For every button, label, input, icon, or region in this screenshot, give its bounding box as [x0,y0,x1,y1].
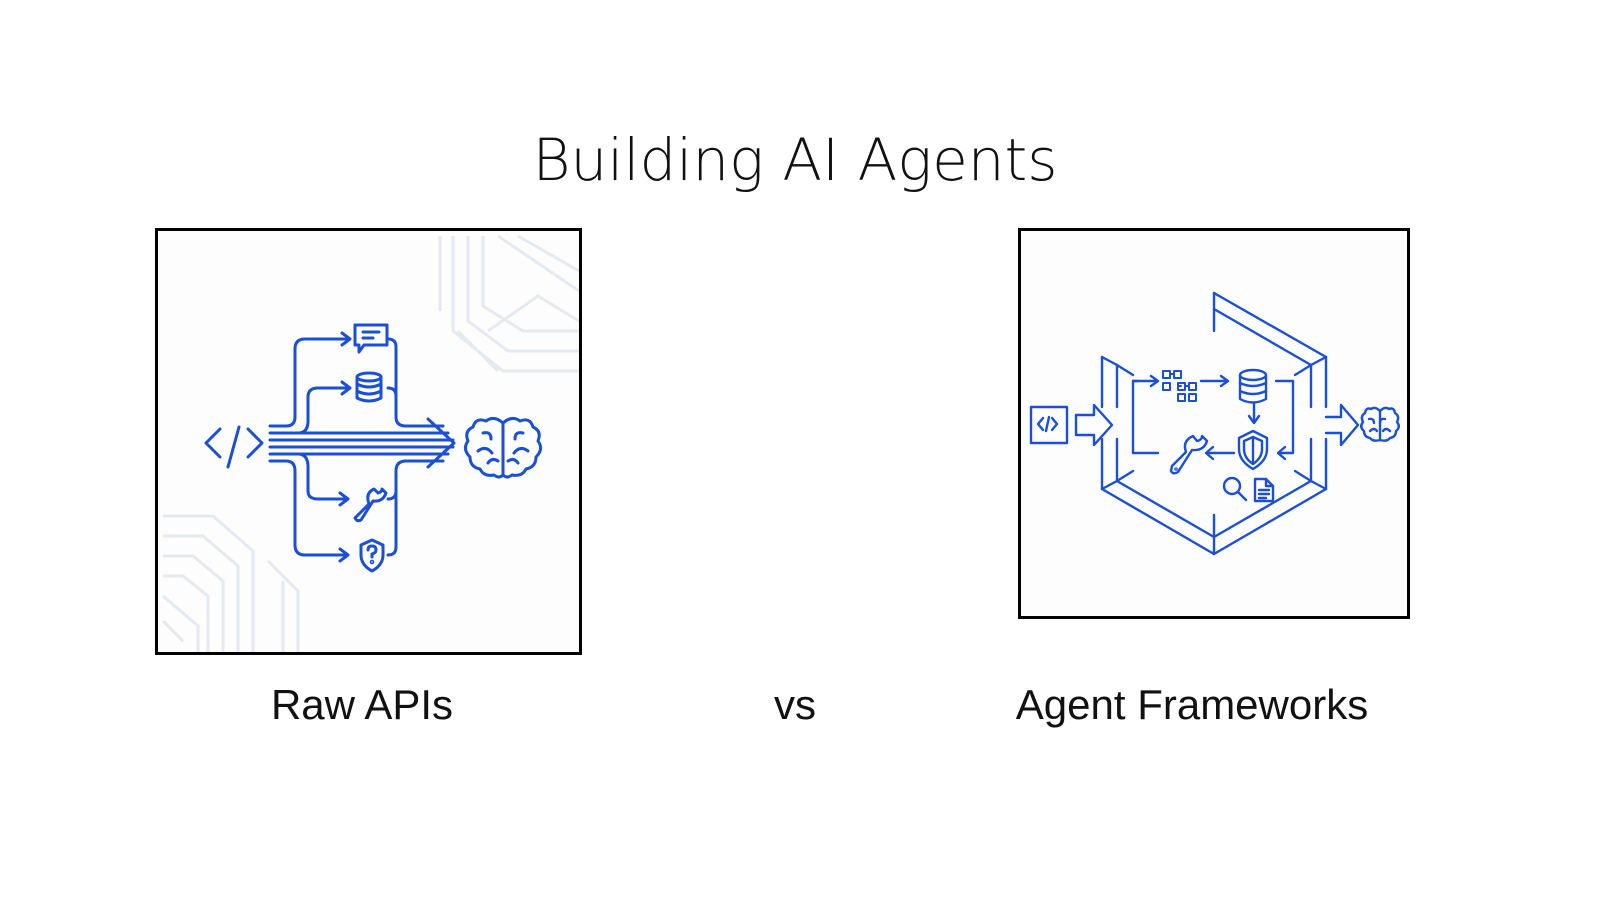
framework-hexagon [1100,291,1328,556]
search-icon [1222,476,1248,502]
code-icon [1029,405,1069,445]
document-icon [1253,477,1275,503]
wrench-icon [1169,434,1209,475]
brain-icon [1360,406,1400,442]
workflow-icon [1162,370,1197,402]
background-pattern [161,234,579,652]
raw-apis-label: Raw APIs [270,681,454,728]
chat-icon [353,323,389,354]
database-icon [1238,368,1268,404]
page-title: Building AI Agents [532,126,1058,194]
raw-apis-illustration [155,228,582,655]
database-icon [355,371,383,403]
code-icon [204,425,264,469]
shield-question-icon [359,538,385,573]
orchestration-loop [1131,374,1295,461]
shield-icon [1237,429,1269,471]
versus-label: vs [774,681,816,728]
agent-frameworks-label: Agent Frameworks [1015,681,1369,728]
input-arrow-icon [1074,403,1114,447]
brain-icon [463,416,543,479]
agent-frameworks-illustration [1018,228,1410,619]
wrench-icon [353,487,388,523]
output-arrow-icon [1324,403,1360,447]
